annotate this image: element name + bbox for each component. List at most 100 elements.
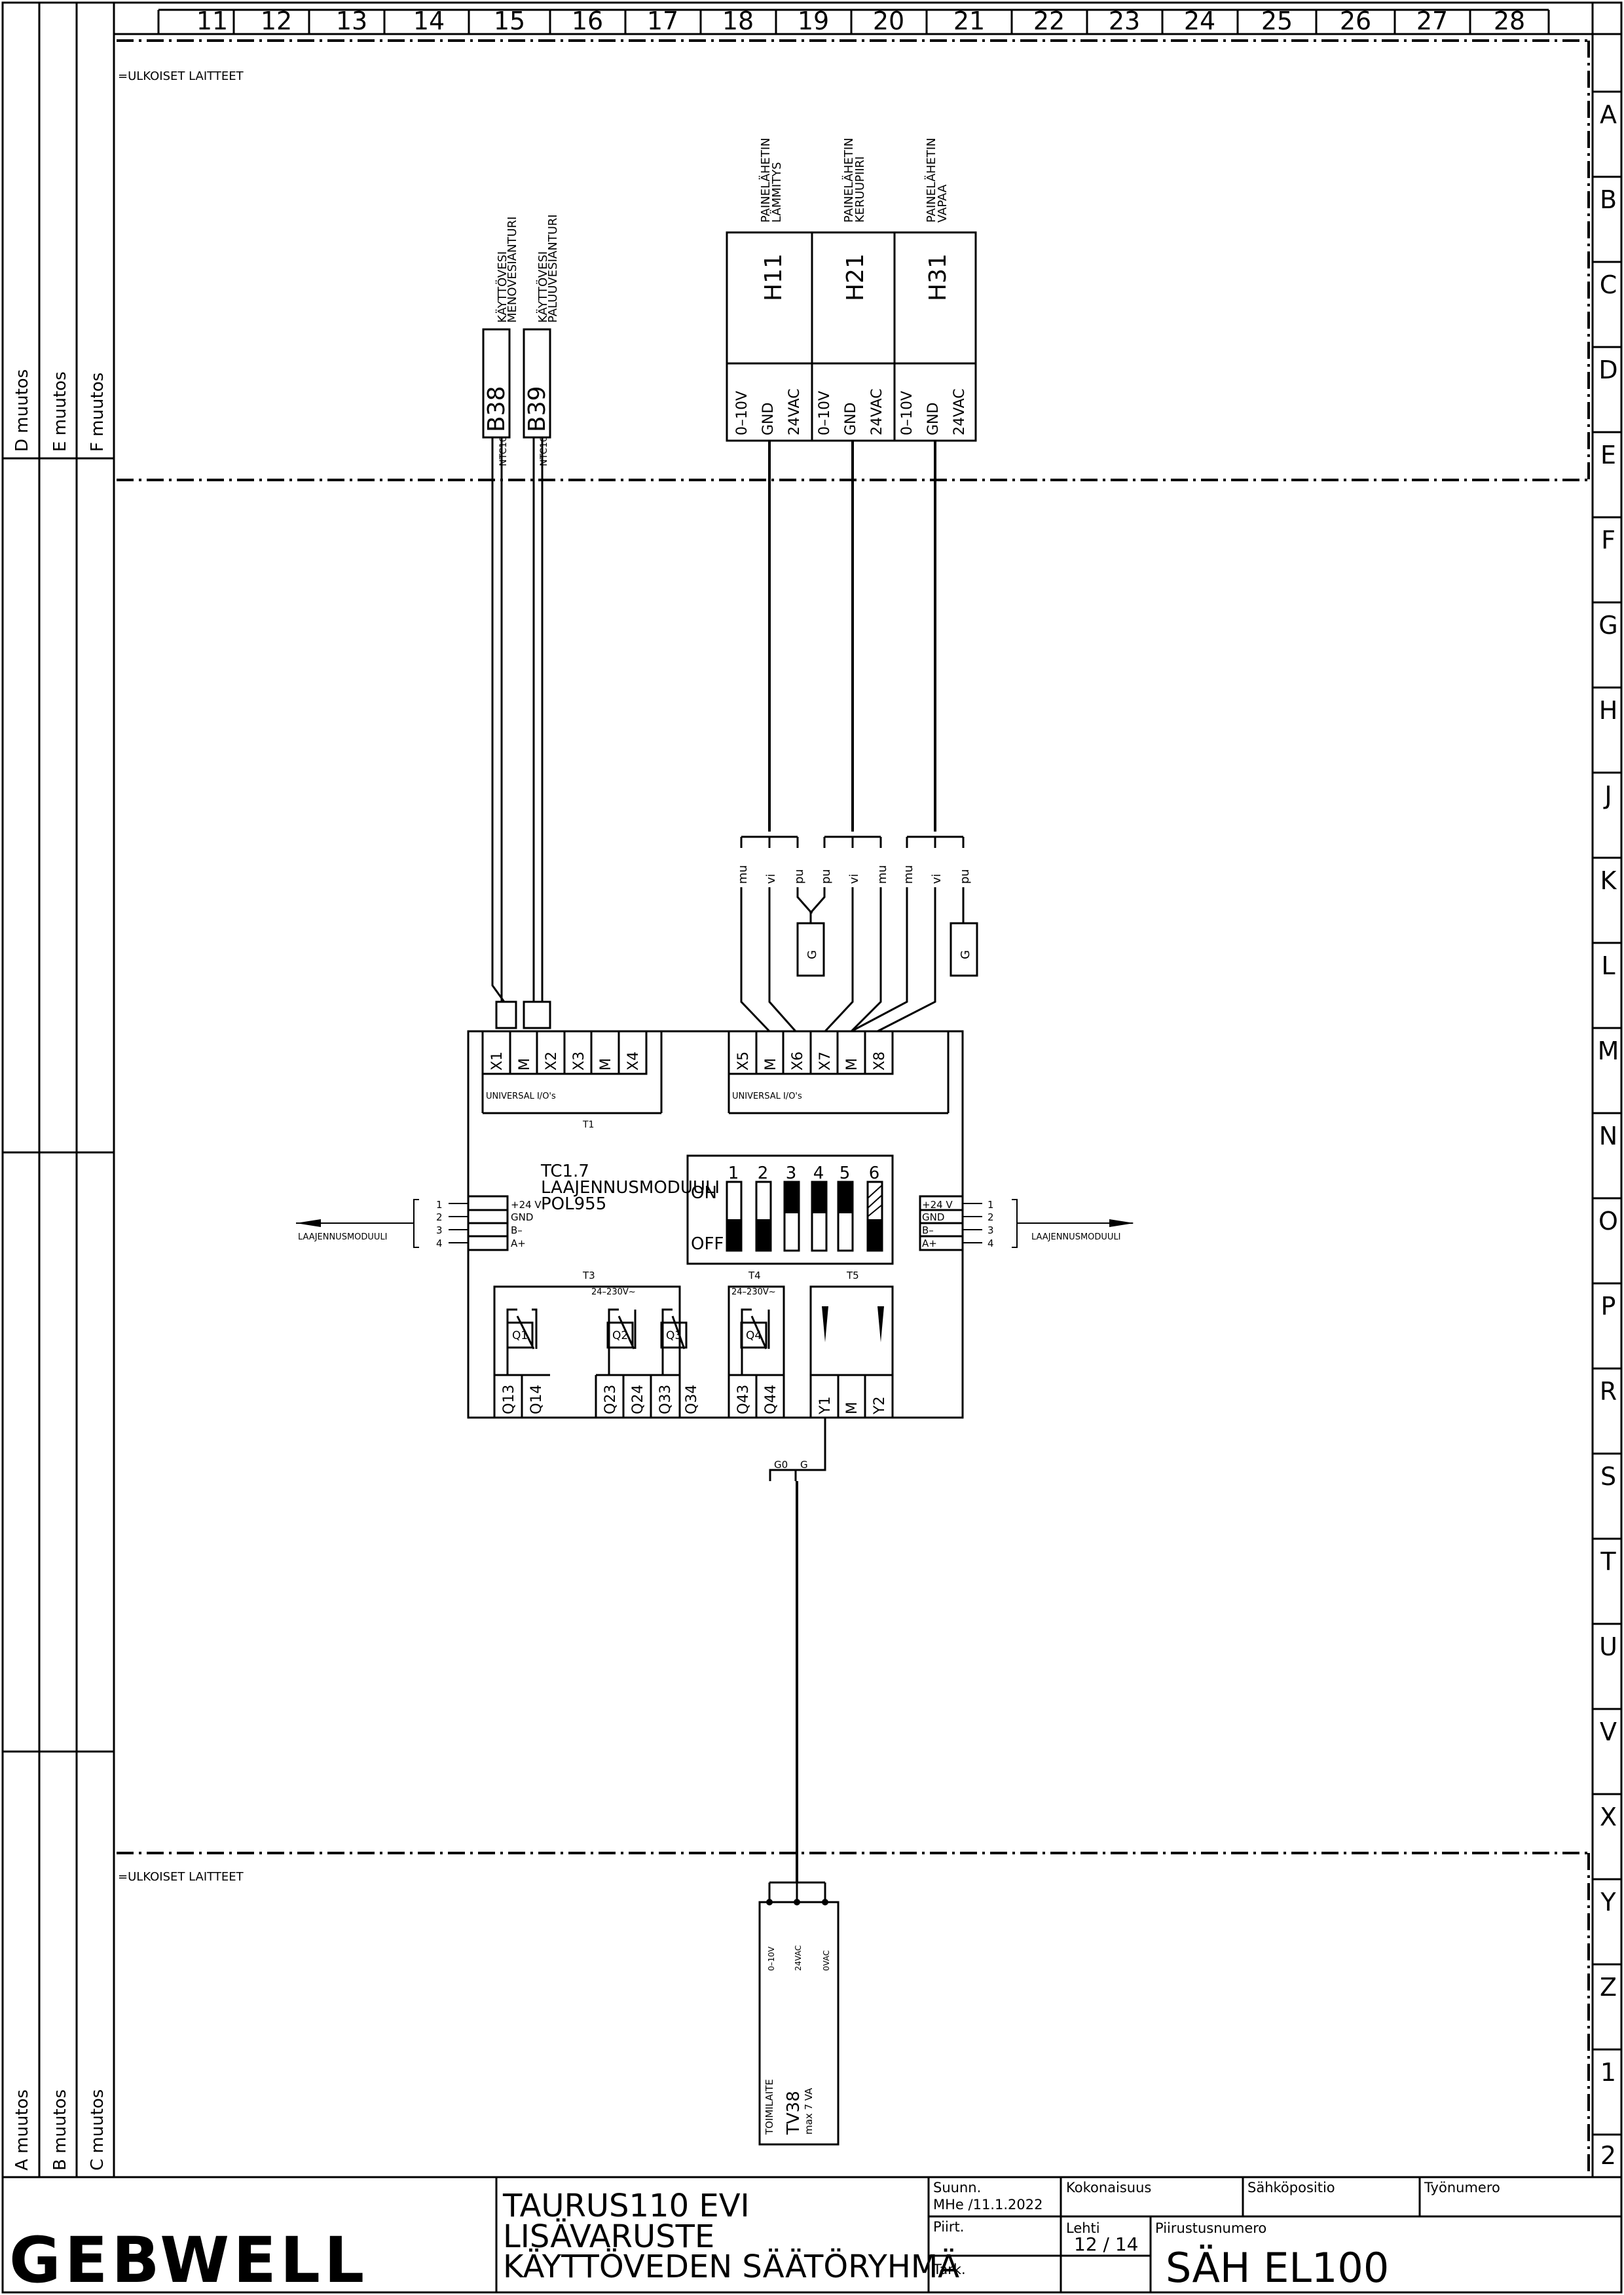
title-block xyxy=(495,2177,1621,2292)
bus-right: +24 V GND B– A+ 1 2 3 4 LAAJENNUSMODUULI xyxy=(922,1199,1134,1249)
terminal-x7: X7 xyxy=(817,1052,834,1071)
cable-breakouts xyxy=(740,835,978,1033)
terminal-m4: M xyxy=(844,1058,860,1071)
h11-term-gnd: GND xyxy=(760,403,777,435)
gebwell-logo: GEBWELL xyxy=(9,2224,368,2295)
wire-color-labels: mu vi pu pu vi mu mu vi pu G G xyxy=(736,865,972,959)
revision-labels: D muutos E muutos F muutos A muutos B mu… xyxy=(12,369,107,2171)
terminal-m3: M xyxy=(763,1058,779,1071)
actuator-id: TV38 xyxy=(784,2091,803,2135)
terminal-x8: X8 xyxy=(872,1052,888,1071)
sensor-b39-label2: PALUUVESIANTURI xyxy=(546,214,560,323)
col-23: 23 xyxy=(1109,7,1140,35)
title-line-3: KÄYTTÖVEDEN SÄÄTÖRYHMÄ xyxy=(503,2249,959,2285)
row-header xyxy=(1593,90,1621,2136)
terminal-m1: M xyxy=(517,1058,533,1071)
col-13: 13 xyxy=(336,7,367,35)
transmitter-h21: H21 PAINELÄHETIN KERUUPIIRI 0–10V GND 24… xyxy=(817,138,885,435)
wire-color-2-mu: mu xyxy=(876,865,889,884)
sheet-value: 12 / 14 xyxy=(1074,2233,1139,2255)
column-header xyxy=(157,9,1550,34)
sensor-b39: B39 KÄYTTÖVESI PALUUVESIANTURI NTC10 xyxy=(523,214,560,466)
dip-number-4: 4 xyxy=(813,1164,824,1183)
row-C: C xyxy=(1600,270,1617,299)
revision-b: B muutos xyxy=(50,2089,70,2171)
ao-label-g: G xyxy=(800,1459,808,1471)
terminal-x3: X3 xyxy=(571,1052,587,1071)
t4-voltage: 24–230V~ xyxy=(731,1287,776,1297)
col-28: 28 xyxy=(1494,7,1525,35)
transmitter-h31-label1: PAINELÄHETIN xyxy=(925,138,938,223)
bus-right-pin-signal-2: GND xyxy=(922,1211,944,1223)
col-16: 16 xyxy=(572,7,603,35)
transmitter-h21-id: H21 xyxy=(842,253,869,301)
checked-label: Tark. xyxy=(932,2262,966,2277)
bus-left-pin-2: 2 xyxy=(436,1211,443,1223)
relay-q3: Q3 xyxy=(666,1329,682,1342)
bus-left-pin-signal-1: +24 V xyxy=(511,1199,542,1211)
revision-c: C muutos xyxy=(88,2089,107,2171)
col-17: 17 xyxy=(647,7,678,35)
row-F: F xyxy=(1601,526,1615,555)
col-11: 11 xyxy=(196,7,228,35)
bus-left-pin-3: 3 xyxy=(436,1224,443,1236)
wire-color-3-pu: pu xyxy=(958,869,972,884)
dip-number-2: 2 xyxy=(758,1164,769,1183)
assembly-label: Kokonaisuus xyxy=(1066,2180,1151,2195)
t3-label: T3 xyxy=(582,1270,595,1281)
terminal-q13: Q13 xyxy=(501,1385,517,1414)
row-D: D xyxy=(1598,356,1617,384)
dip-switches: ON OFF 1 2 3 4 5 6 xyxy=(691,1164,883,1254)
dip-number-5: 5 xyxy=(840,1164,851,1183)
wire-color-1-mu: mu xyxy=(736,865,750,884)
revision-a: A muutos xyxy=(12,2089,32,2171)
module-name-2: LAAJENNUSMODUULI xyxy=(541,1178,720,1198)
row-K: K xyxy=(1600,866,1617,895)
designed-label: Suunn. xyxy=(933,2180,981,2195)
transmitter-h31-label2: VAPAA xyxy=(936,184,950,223)
wire-color-1-vi: vi xyxy=(764,873,778,884)
dip-on-label: ON xyxy=(691,1183,717,1203)
ao-arrows xyxy=(822,1306,884,1342)
ground-box-1: G xyxy=(805,950,819,959)
sensor-wires xyxy=(491,437,551,1029)
bus-left-pin-signal-2: GND xyxy=(511,1211,533,1223)
universal-io-right: UNIVERSAL I/O's xyxy=(732,1092,802,1101)
row-A: A xyxy=(1600,100,1617,129)
actuator-label: TOIMILAITE xyxy=(764,2079,775,2135)
bus-left-label: LAAJENNUSMODUULI xyxy=(298,1232,388,1242)
bus-right-pin-3: 3 xyxy=(987,1224,994,1236)
t1-label: T1 xyxy=(582,1120,594,1130)
relay-q1: Q1 xyxy=(512,1329,528,1342)
sensor-b39-id: B39 xyxy=(524,386,551,432)
relay-contacts xyxy=(506,1308,770,1375)
electrical-position-label: Sähköpositio xyxy=(1247,2180,1335,2195)
terminal-q24: Q24 xyxy=(630,1385,646,1414)
col-22: 22 xyxy=(1033,7,1065,35)
actuator-rating: max 7 VA xyxy=(803,2087,815,2135)
bus-left-pin-4: 4 xyxy=(436,1238,443,1249)
t5-label: T5 xyxy=(846,1270,859,1281)
transmitter-h11: H11 PAINELÄHETIN LÄMMITYS 0–10V GND 24VA… xyxy=(734,138,803,435)
row-N: N xyxy=(1599,1122,1617,1150)
h11-term-0-10v: 0–10V xyxy=(734,391,750,435)
terminal-x1: X1 xyxy=(489,1052,506,1071)
col-26: 26 xyxy=(1340,7,1371,35)
module-terminal-labels-top: X1 M X2 X3 M X4 X5 M X6 X7 M X8 xyxy=(489,1052,888,1071)
bus-right-pin-signal-4: A+ xyxy=(922,1238,937,1249)
row-L: L xyxy=(1601,951,1615,980)
actuator-tv38: 0–10V 24VAC 0VAC TOIMILAITE TV38 max 7 V… xyxy=(758,1899,840,2146)
h31-term-gnd: GND xyxy=(925,403,942,435)
col-25: 25 xyxy=(1261,7,1293,35)
bus-right-pin-signal-3: B– xyxy=(922,1224,934,1236)
dip-number-1: 1 xyxy=(728,1164,739,1183)
terminal-x4: X4 xyxy=(625,1052,642,1071)
bus-left-pin-signal-3: B– xyxy=(511,1224,523,1236)
h21-term-gnd: GND xyxy=(843,403,859,435)
sensor-b38: B38 KÄYTTÖVESI MENOVESIANTURI NTC10 xyxy=(482,217,519,466)
bus-left-pin-1: 1 xyxy=(436,1199,443,1211)
col-21: 21 xyxy=(953,7,985,35)
terminal-y2: Y2 xyxy=(872,1397,888,1415)
h21-term-24vac: 24VAC xyxy=(869,388,885,435)
